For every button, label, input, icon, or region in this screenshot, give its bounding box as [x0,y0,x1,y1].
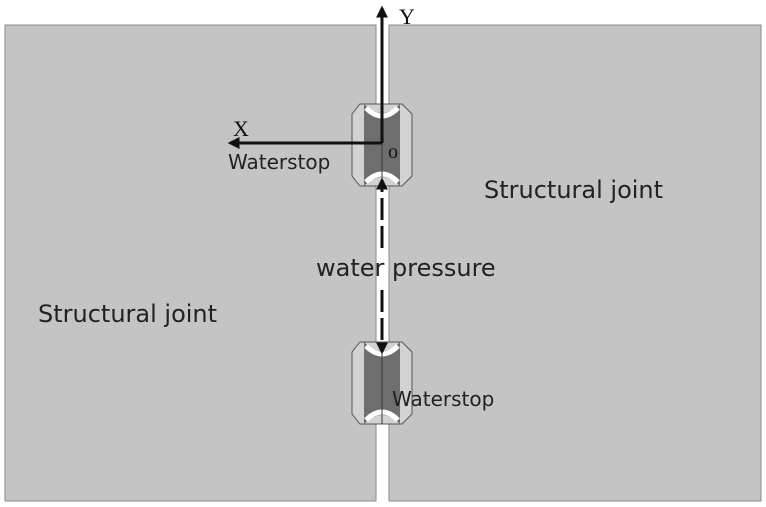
y-axis-label: Y [399,4,415,29]
water-pressure-label: water pressure [316,254,496,282]
x-axis-label: X [233,116,249,141]
origin-label: o [388,141,398,163]
waterstop-bottom [351,341,413,425]
right-structural-joint-label: Structural joint [484,176,663,204]
waterstop-bottom-label: Waterstop [392,387,494,411]
left-structural-block [4,24,377,502]
right-structural-block [388,24,762,502]
left-structural-joint-label: Structural joint [38,300,217,328]
waterstop-top-label: Waterstop [228,150,330,174]
